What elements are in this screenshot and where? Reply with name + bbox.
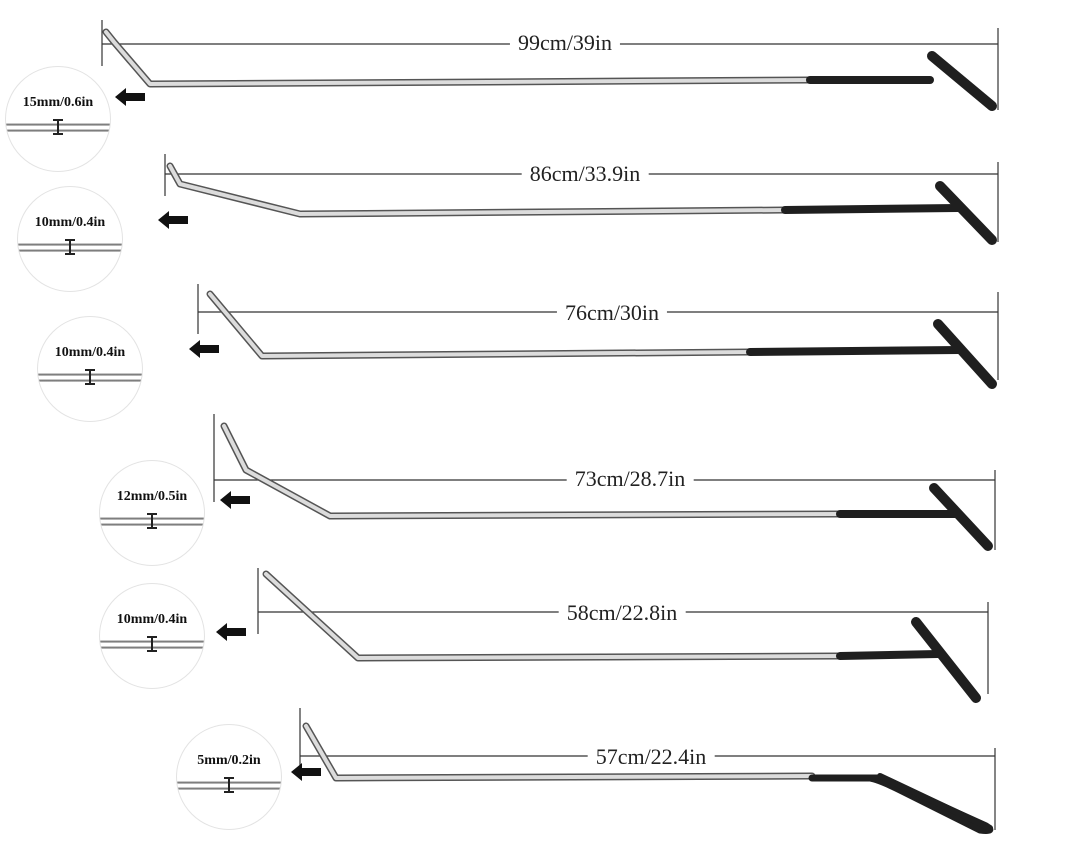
left-arrow-icon bbox=[189, 340, 219, 358]
t-handle-bar-4 bbox=[929, 483, 993, 551]
rod-shaft-4 bbox=[222, 424, 842, 518]
tip-zoom-1: 15mm/0.6in bbox=[5, 66, 111, 172]
t-handle-bar-5 bbox=[911, 617, 981, 703]
measure-mark-icon bbox=[147, 513, 157, 529]
length-label-5: 58cm/22.8in bbox=[558, 600, 686, 626]
rod-shaft-5 bbox=[264, 572, 842, 660]
rod-shaft-3 bbox=[208, 292, 752, 358]
length-label-4: 73cm/28.7in bbox=[566, 466, 694, 492]
handle-grip-2 bbox=[781, 204, 962, 214]
rod-outline-3 bbox=[206, 290, 754, 360]
left-arrow-icon bbox=[216, 623, 246, 641]
tip-size-label-1: 15mm/0.6in bbox=[22, 95, 94, 110]
t-handle-bar-2 bbox=[935, 181, 997, 245]
left-arrow-icon bbox=[115, 88, 145, 106]
loop-handle-side-6 bbox=[877, 773, 993, 831]
measure-mark-icon bbox=[85, 369, 95, 385]
tip-size-label-5: 10mm/0.4in bbox=[116, 612, 188, 627]
t-handle-bar-1 bbox=[927, 51, 997, 111]
tip-size-label-3: 10mm/0.4in bbox=[54, 345, 126, 360]
tip-zoom-3: 10mm/0.4in bbox=[37, 316, 143, 422]
t-handle-bar-3 bbox=[933, 319, 997, 389]
tip-size-label-4: 12mm/0.5in bbox=[116, 489, 188, 504]
left-arrow-icon bbox=[291, 763, 321, 781]
left-arrow-icon bbox=[220, 491, 250, 509]
rod-outline-2 bbox=[166, 162, 789, 218]
length-label-6: 57cm/22.4in bbox=[587, 744, 715, 770]
tip-size-label-2: 10mm/0.4in bbox=[34, 215, 106, 230]
measure-mark-icon bbox=[224, 777, 234, 793]
tip-zoom-5: 10mm/0.4in bbox=[99, 583, 205, 689]
length-label-3: 76cm/30in bbox=[556, 300, 668, 326]
rod-outline-6 bbox=[302, 722, 816, 782]
rod-shaft-1 bbox=[104, 30, 812, 86]
rod-outline-4 bbox=[220, 422, 844, 520]
tip-size-label-6: 5mm/0.2in bbox=[197, 753, 261, 768]
measure-mark-icon bbox=[53, 119, 63, 135]
left-arrow-icon bbox=[158, 211, 188, 229]
measure-mark-icon bbox=[147, 636, 157, 652]
handle-grip-5 bbox=[836, 650, 942, 660]
measure-mark-icon bbox=[65, 239, 75, 255]
rod-shaft-2 bbox=[168, 164, 787, 216]
tip-zoom-6: 5mm/0.2in bbox=[176, 724, 282, 830]
handle-grip-3 bbox=[746, 346, 964, 356]
tip-zoom-4: 12mm/0.5in bbox=[99, 460, 205, 566]
rod-shaft-6 bbox=[304, 724, 814, 780]
rod-outline-1 bbox=[102, 28, 814, 88]
length-label-2: 86cm/33.9in bbox=[521, 161, 649, 187]
tip-zoom-2: 10mm/0.4in bbox=[17, 186, 123, 292]
length-label-1: 99cm/39in bbox=[509, 30, 621, 56]
rod-outline-5 bbox=[262, 570, 844, 662]
